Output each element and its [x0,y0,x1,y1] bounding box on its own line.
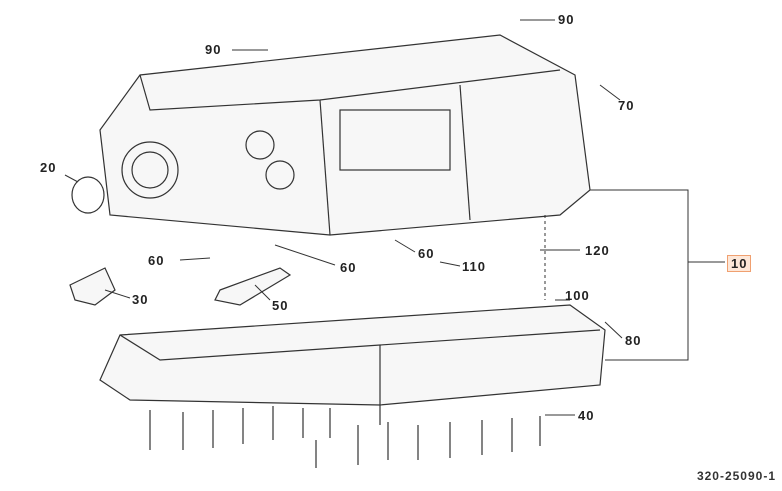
bolts [149,405,541,468]
part-50 [214,267,292,306]
callout-60[interactable]: 60 [418,246,435,261]
callout-80[interactable]: 80 [625,333,642,348]
callout-90[interactable]: 90 [205,42,222,57]
callout-50[interactable]: 50 [272,298,289,313]
part-30 [69,267,116,306]
diagram-part-number: 320-25090-1 [696,469,776,483]
callout-70[interactable]: 70 [618,98,635,113]
callout-20[interactable]: 20 [40,160,57,175]
lower-crankcase [99,304,606,406]
callout-120[interactable]: 120 [585,243,610,258]
upper-cylinder-block [99,34,591,236]
callout-110[interactable]: 110 [462,259,486,274]
callout-40[interactable]: 40 [578,408,595,423]
seal-ring [71,176,105,214]
callout-30[interactable]: 30 [132,292,149,307]
callout-90[interactable]: 90 [558,12,575,27]
callout-10-highlighted[interactable]: 10 [727,255,752,272]
callout-60[interactable]: 60 [148,253,165,268]
callout-60[interactable]: 60 [340,260,357,275]
callout-100[interactable]: 100 [565,288,590,303]
